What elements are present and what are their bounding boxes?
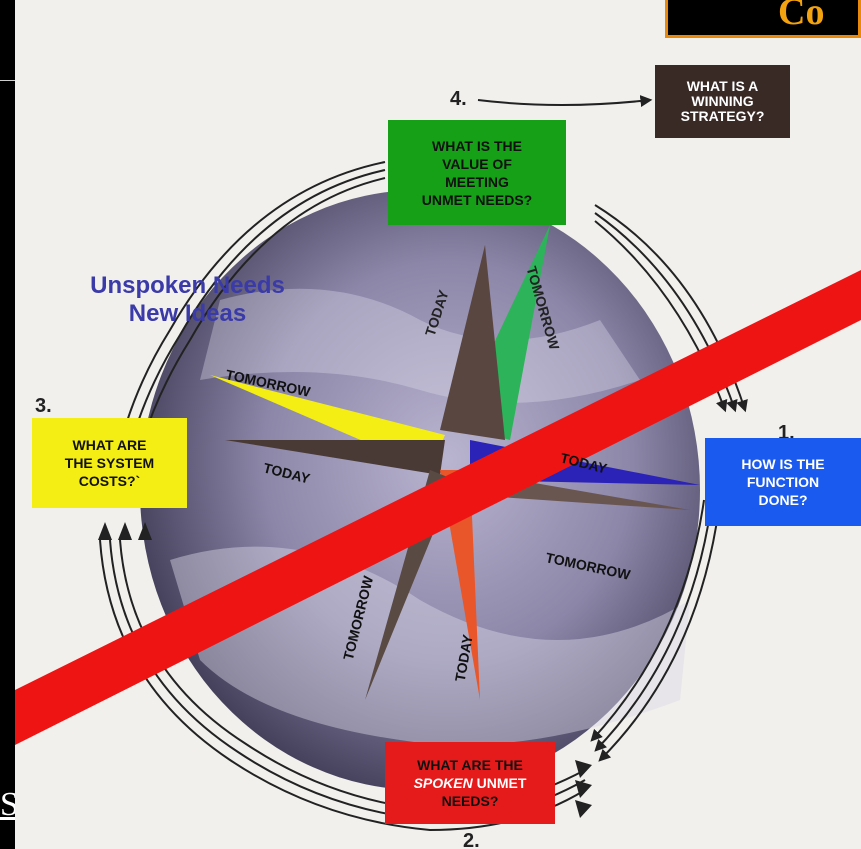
function-box: HOW IS THE FUNCTION DONE? [705, 438, 861, 526]
winning-line-1: WHAT IS A [655, 79, 790, 94]
spoken-italic: SPOKEN [414, 775, 473, 791]
spoken-line-1: WHAT ARE THE [385, 756, 555, 774]
function-line-3: DONE? [705, 491, 861, 509]
unspoken-line-2: New Ideas [129, 300, 246, 327]
title-text: Co [778, 0, 824, 34]
winning-strategy-box: WHAT IS A WINNING STRATEGY? [655, 65, 790, 138]
system-line-1: WHAT ARE [32, 436, 187, 454]
value-line-1: WHAT IS THE [388, 137, 566, 155]
system-line-2: THE SYSTEM [32, 454, 187, 472]
title-banner: Co [665, 0, 861, 38]
function-line-1: HOW IS THE [705, 455, 861, 473]
left-divider-line [0, 80, 15, 81]
winning-line-3: STRATEGY? [655, 109, 790, 124]
spoken-needs-box: WHAT ARE THE SPOKEN UNMET NEEDS? [385, 742, 555, 824]
diagram-panel: TODAY TOMORROW TOMORROW TODAY TODAY TOMO… [15, 0, 861, 849]
value-box: WHAT IS THE VALUE OF MEETING UNMET NEEDS… [388, 120, 566, 225]
spoken-line-2: SPOKEN UNMET [385, 774, 555, 792]
step-number-3: 3. [35, 395, 52, 418]
spoken-rest: UNMET [473, 775, 527, 791]
step-number-2: 2. [463, 830, 480, 849]
unspoken-line-1: Unspoken Needs [90, 272, 285, 299]
unspoken-needs-label: Unspoken Needs New Ideas [40, 272, 335, 328]
system-costs-box: WHAT ARE THE SYSTEM COSTS?` [32, 418, 187, 508]
value-line-2: VALUE OF [388, 155, 566, 173]
spoken-line-3: NEEDS? [385, 792, 555, 810]
step-number-4: 4. [450, 88, 467, 111]
function-line-2: FUNCTION [705, 473, 861, 491]
winning-line-2: WINNING [655, 94, 790, 109]
system-line-3: COSTS?` [32, 472, 187, 490]
left-edge-text: S [0, 775, 15, 835]
value-line-4: UNMET NEEDS? [388, 191, 566, 209]
value-line-3: MEETING [388, 173, 566, 191]
